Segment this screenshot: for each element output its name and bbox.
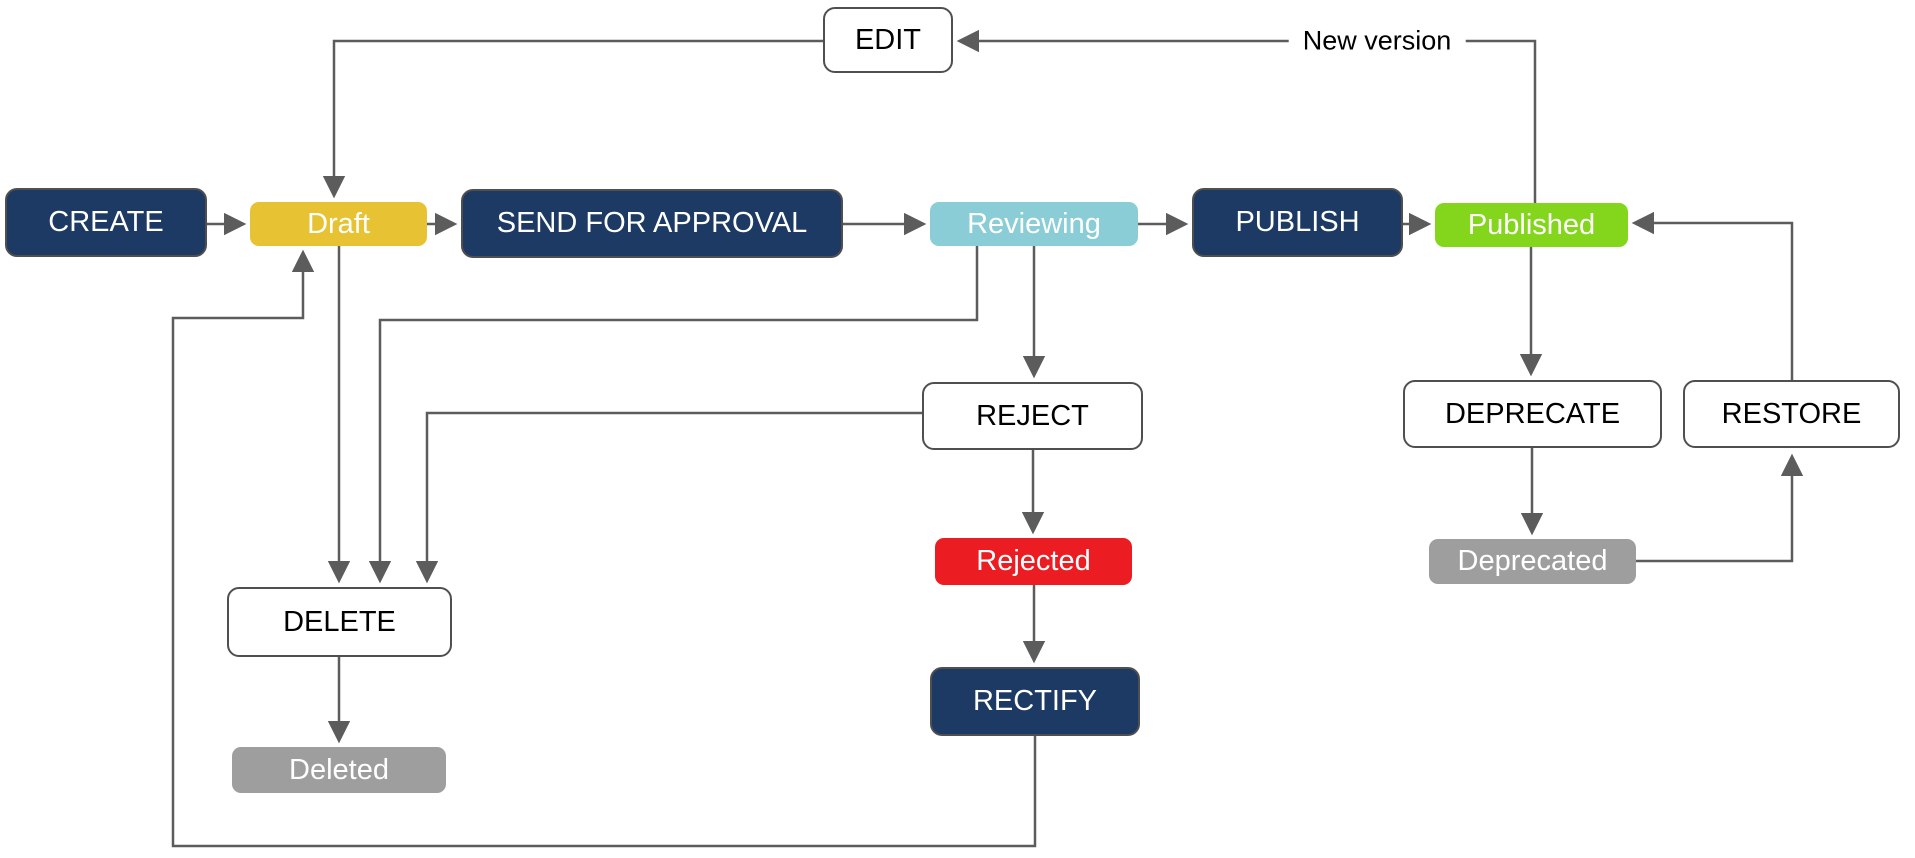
node-published: Published	[1435, 203, 1628, 247]
node-delete-label: DELETE	[283, 605, 396, 638]
edge-edit-draft	[322, 39, 823, 199]
node-restore-label: RESTORE	[1721, 397, 1862, 430]
node-edit: EDIT	[823, 7, 953, 73]
node-deprecated-label: Deprecated	[1457, 545, 1608, 577]
node-reject: REJECT	[922, 382, 1143, 450]
edge-reviewing-delete	[368, 246, 979, 584]
edge-reject-delete	[415, 411, 922, 584]
node-create: CREATE	[5, 188, 207, 257]
node-publish-label: PUBLISH	[1235, 206, 1360, 238]
node-rectify: RECTIFY	[930, 667, 1140, 736]
node-send-for-approval: SEND FOR APPROVAL	[461, 189, 843, 258]
node-draft-label: Draft	[307, 207, 370, 240]
node-deleted: Deleted	[232, 747, 446, 793]
node-rejected: Rejected	[935, 538, 1132, 585]
node-rectify-label: RECTIFY	[972, 685, 1098, 717]
node-create-label: CREATE	[48, 206, 164, 238]
node-restore: RESTORE	[1683, 380, 1900, 448]
node-publish: PUBLISH	[1192, 188, 1403, 257]
node-deleted-label: Deleted	[289, 753, 389, 786]
node-edit-label: EDIT	[854, 23, 922, 56]
node-draft: Draft	[250, 202, 427, 246]
node-reject-label: REJECT	[976, 399, 1089, 432]
edge-deprecated-restore	[1636, 453, 1804, 563]
node-send-for-approval-label: SEND FOR APPROVAL	[496, 207, 808, 239]
edge-rectify-draft	[171, 249, 1037, 848]
node-deprecate: DEPRECATE	[1403, 380, 1662, 448]
node-rejected-label: Rejected	[976, 545, 1091, 577]
edge-published-edit-newversion	[956, 29, 1537, 203]
edge-label-new-version: New version	[1288, 23, 1466, 59]
node-delete: DELETE	[227, 587, 452, 657]
node-deprecate-label: DEPRECATE	[1444, 397, 1621, 430]
node-reviewing: Reviewing	[930, 202, 1138, 246]
node-deprecated: Deprecated	[1429, 539, 1636, 584]
node-published-label: Published	[1467, 208, 1596, 241]
node-reviewing-label: Reviewing	[967, 207, 1101, 240]
edge-restore-published	[1631, 211, 1794, 380]
